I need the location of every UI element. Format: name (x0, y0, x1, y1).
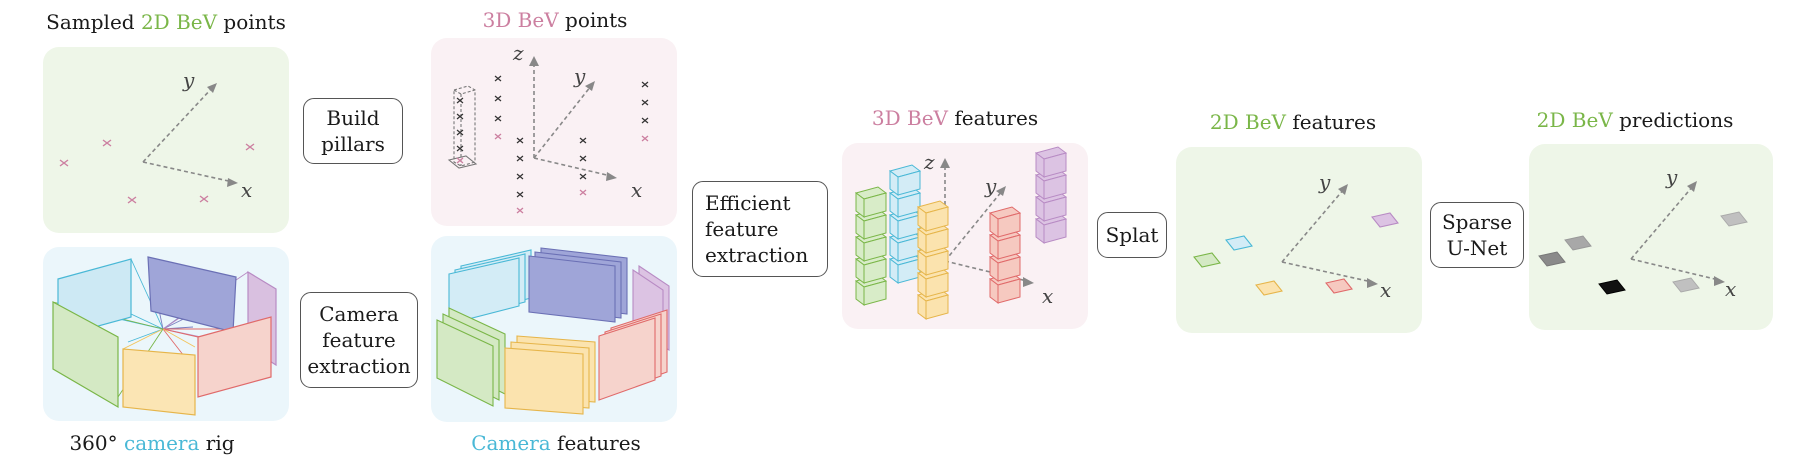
purple-feature-cell (1371, 212, 1399, 228)
prediction-cell (1720, 211, 1748, 227)
yellow-voxel-column (917, 200, 949, 320)
3d-bev-points-plot: z y x (447, 41, 649, 214)
green-feature-cell (1193, 252, 1221, 268)
sampled-2d-points-panel: y x (43, 47, 289, 233)
x-axis (1630, 258, 1720, 281)
z-axis-arrowhead (529, 56, 539, 66)
feature-stack-front-left (448, 249, 532, 325)
z-axis-arrowhead (940, 158, 950, 168)
y-axis-label: y (182, 68, 195, 92)
prediction-cell (1672, 277, 1700, 293)
3d-bev-points-title: 3D BeV points (482, 8, 628, 32)
y-axis-label: y (1318, 170, 1331, 194)
red-feature-cell (1325, 278, 1353, 294)
sampled-point (245, 143, 255, 151)
sampled-2d-bev-points-title: Sampled 2D BeV points (46, 10, 286, 34)
x-axis-label: x (1042, 284, 1053, 308)
pillar-points (456, 75, 649, 198)
purple-voxel-column (1035, 146, 1067, 244)
y-axis-arrowhead (1687, 181, 1697, 192)
y-axis-arrowhead (207, 83, 217, 93)
2d-bev-features-panel: y x (1176, 147, 1422, 333)
x-axis-label: x (241, 178, 252, 202)
y-axis (533, 85, 592, 159)
back-camera (122, 348, 196, 416)
prediction-cell (1598, 279, 1626, 295)
x-axis (142, 161, 234, 183)
y-axis (142, 86, 214, 163)
camera-features-drawing (436, 247, 670, 415)
sampled-point (127, 196, 137, 204)
2d-bev-predictions-drawing: y x (1538, 165, 1748, 301)
x-axis-arrowhead (1023, 277, 1034, 287)
sampled-point (102, 139, 112, 147)
y-axis (1630, 185, 1694, 260)
3d-bev-features-title: 3D BeV features (871, 106, 1039, 130)
x-axis-arrowhead (1367, 278, 1378, 288)
efficient-feature-extraction-step: Efficient feature extraction (692, 181, 828, 277)
ground-points (456, 133, 649, 214)
pillar-outline (453, 85, 476, 167)
y-axis-label: y (573, 64, 586, 88)
camera-features-title: Camera features (471, 431, 641, 455)
feature-stack-back (504, 335, 596, 415)
y-axis-arrowhead (1338, 184, 1348, 195)
x-axis-label: x (1380, 278, 1391, 302)
3d-bev-features-panel: z y x (842, 143, 1088, 329)
2d-bev-features-title: 2D BeV features (1209, 110, 1377, 134)
3d-bev-points-panel: z y x (431, 38, 677, 226)
2d-bev-predictions-panel: y x (1529, 144, 1773, 330)
sampled-point (59, 159, 69, 167)
360-camera-rig-title: 360° camera rig (69, 431, 235, 455)
sampled-points (59, 139, 255, 204)
x-axis (533, 157, 612, 177)
cyan-voxel-column (889, 164, 921, 284)
2d-bev-predictions-title: 2D BeV predictions (1536, 108, 1734, 132)
camera-features-panel (431, 236, 677, 422)
feature-stack-back-left (436, 307, 506, 407)
cyan-feature-cell (1225, 235, 1253, 251)
x-axis (1281, 261, 1373, 283)
3d-bev-features-drawing: z y x (855, 146, 1067, 320)
y-axis-arrowhead (996, 186, 1006, 196)
y-axis-arrowhead (585, 81, 595, 91)
prediction-cell (1564, 235, 1592, 251)
back-right-camera (197, 316, 272, 398)
y-axis-label: y (984, 174, 997, 198)
feature-stack-back-right (598, 309, 668, 401)
x-axis-arrowhead (606, 172, 617, 181)
sparse-unet-step: Sparse U-Net (1430, 202, 1524, 268)
y-axis-label: y (1665, 165, 1678, 189)
red-voxel-column (989, 206, 1021, 304)
camera-rig-drawing (52, 256, 277, 416)
x-axis-label: x (1725, 277, 1736, 301)
x-axis-arrowhead (1714, 276, 1725, 286)
green-voxel-column (855, 186, 887, 306)
x-axis-label: x (631, 178, 642, 202)
y-axis (1281, 188, 1345, 263)
camera-rig-panel (43, 247, 289, 421)
sampled-2d-points-plot: y x (59, 68, 255, 204)
back-left-camera (52, 300, 119, 409)
prediction-cell (1538, 251, 1566, 267)
y-axis (944, 190, 1003, 262)
pillar-base (447, 155, 478, 169)
build-pillars-step: Build pillars (303, 98, 403, 164)
splat-step: Splat (1097, 212, 1167, 258)
camera-feature-extraction-step: Camera feature extraction (300, 292, 418, 388)
z-axis-label: z (512, 41, 524, 65)
z-axis-label: z (923, 150, 935, 174)
2d-bev-features-drawing: y x (1193, 170, 1399, 302)
x-axis-arrowhead (227, 178, 238, 187)
yellow-feature-cell (1255, 280, 1283, 296)
sampled-point (199, 195, 209, 203)
feature-stack-front (528, 247, 628, 323)
